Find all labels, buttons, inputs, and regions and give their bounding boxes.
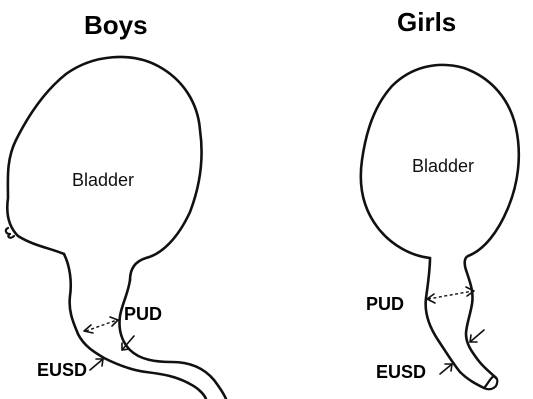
girls-pud-label: PUD xyxy=(366,294,404,314)
girls-organ-label: Bladder xyxy=(412,156,474,176)
boys-title: Boys xyxy=(84,10,148,40)
girls-pud-dashed-line xyxy=(428,291,473,299)
girls-urethra-left-wall xyxy=(426,258,484,388)
girls-eusd-arrow xyxy=(440,364,452,374)
boys-organ-label: Bladder xyxy=(72,170,134,190)
boys-urethra-right-wall xyxy=(119,280,226,399)
boys-bladder-outline xyxy=(7,57,201,280)
girls-urethra-tip xyxy=(484,376,497,389)
boys-panel: Boys Bladder PUD EUSD xyxy=(6,10,226,399)
girls-eusd-label: EUSD xyxy=(376,362,426,382)
boys-pud-label: PUD xyxy=(124,304,162,324)
girls-panel: Girls Bladder PUD EUSD xyxy=(361,7,519,389)
boys-eusd-label: EUSD xyxy=(37,360,87,380)
boys-eusd-arrow xyxy=(90,359,103,370)
girls-urethra-right-wall xyxy=(466,270,496,378)
boys-pud-measure xyxy=(84,317,118,333)
girls-narrowing-arrow xyxy=(470,330,484,342)
girls-title: Girls xyxy=(397,7,456,37)
girls-pud-measure xyxy=(427,287,474,303)
